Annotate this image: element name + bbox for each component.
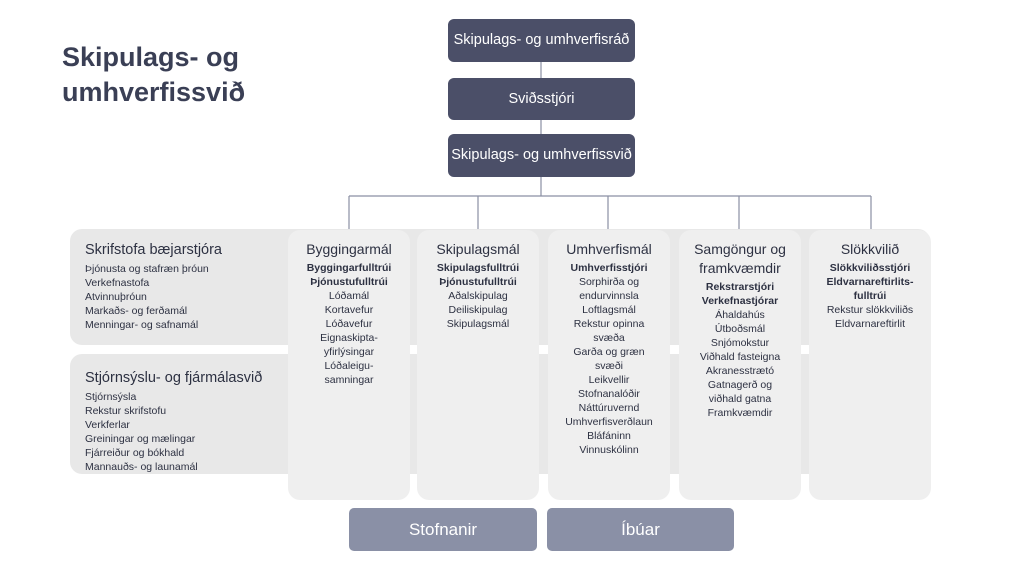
list-item: viðhald gatna	[708, 393, 772, 405]
institutions-box: Stofnanir	[349, 508, 537, 551]
list-item: Lóðavefur	[325, 318, 373, 330]
list-item: Bláfáninn	[587, 430, 631, 442]
list-item: yfirlýsingar	[323, 346, 375, 358]
list-item: Verkefnastofa	[85, 277, 150, 289]
dept-building: Byggingarmál Byggingarfulltrúi Þjónustuf…	[288, 230, 410, 500]
list-item: Verkferlar	[85, 419, 130, 431]
list-item: Lóðamál	[328, 290, 370, 302]
list-item: Eignaskipta-	[320, 332, 378, 344]
list-item: Framkvæmdir	[707, 407, 773, 419]
role-label: fulltrúi	[853, 290, 887, 302]
role-label: Slökkviliðsstjóri	[829, 262, 911, 274]
page-title: Skipulags- og umhverfissvið	[62, 42, 246, 107]
dept-title: Samgöngur og framkvæmdir	[694, 241, 786, 276]
role-label: Umhverfisstjóri	[570, 262, 648, 274]
list-item: Þjónusta og stafræn þróun	[85, 263, 209, 275]
list-item: Lóðaleigu-	[324, 360, 374, 372]
list-item: svæða	[593, 332, 625, 344]
mayor-office-text: Skrifstofa bæjarstjóra Þjónusta og stafr…	[85, 241, 222, 332]
role-label: Verkefnastjórar	[701, 295, 779, 307]
list-item: Snjómokstur	[710, 337, 770, 349]
list-item: Loftlagsmál	[582, 304, 636, 316]
role-label: Eldvarnareftirlits-	[826, 276, 914, 288]
role-label: Skipulagsfulltrúi	[436, 262, 520, 274]
residents-label: Íbúar	[621, 519, 660, 539]
list-item: Stofnanalóðir	[578, 388, 640, 400]
list-item: Umhverfisverðlaun	[565, 416, 653, 428]
council-box: Skipulags- og umhverfisráð	[448, 19, 635, 62]
list-item: Útboðsmál	[714, 323, 766, 335]
dept-transport: Samgöngur og framkvæmdir Rekstrarstjóri …	[679, 230, 801, 500]
dept-fire: Slökkvilið Slökkviliðsstjóri Eldvarnaref…	[809, 230, 931, 500]
list-item: Sorphirða og	[578, 276, 640, 288]
list-item: endurvinnsla	[579, 290, 639, 302]
list-item: Mannauðs- og launamál	[85, 461, 198, 473]
list-item: Garða og græn	[573, 346, 645, 358]
list-item: Gatnagerð og	[707, 379, 773, 391]
list-item: Vinnuskólinn	[579, 444, 639, 456]
dept-environment: Umhverfismál Umhverfisstjóri Sorphirða o…	[548, 230, 670, 500]
list-item: Áhaldahús	[715, 309, 765, 321]
list-item: svæði	[594, 360, 623, 372]
role-label: Þjónustufulltrúi	[439, 276, 517, 288]
list-item: Rekstur slökkviliðs	[826, 304, 914, 316]
list-item: Eldvarnareftirlit	[834, 318, 906, 330]
role-label: Byggingarfulltrúi	[306, 262, 392, 274]
role-label: Rekstrarstjóri	[705, 281, 775, 293]
list-item: Markaðs- og ferðamál	[85, 305, 188, 317]
institutions-label: Stofnanir	[408, 519, 478, 539]
director-box: Sviðsstjóri	[448, 78, 635, 120]
dept-title: Skipulagsmál	[436, 241, 520, 257]
admin-finance-text: Stjórnsýslu- og fjármálasvið Stjórnsýsla…	[85, 369, 262, 474]
residents-box: Íbúar	[547, 508, 734, 551]
dept-planning: Skipulagsmál Skipulagsfulltrúi Þjónustuf…	[417, 230, 539, 500]
list-item: Rekstur skrifstofu	[85, 405, 167, 417]
list-item: Rekstur opinna	[573, 318, 645, 330]
list-item: Náttúruvernd	[578, 402, 640, 414]
list-item: Kortavefur	[324, 304, 374, 316]
council-box-label: Skipulags- og umhverfisráð	[453, 32, 630, 48]
list-item: Stjórnsýsla	[85, 391, 137, 403]
division-box-label: Skipulags- og umhverfissvið	[451, 147, 632, 163]
list-item: Akranesstrætó	[705, 365, 775, 377]
list-item: Fjárreiður og bókhald	[85, 447, 185, 459]
list-item: Greiningar og mælingar	[85, 433, 196, 445]
role-label: Þjónustufulltrúi	[310, 276, 388, 288]
list-item: Aðalskipulag	[448, 290, 508, 302]
list-item: Menningar- og safnamál	[85, 319, 199, 331]
dept-title: Umhverfismál	[566, 241, 652, 257]
panel-title: Skrifstofa bæjarstjóra	[85, 242, 222, 258]
division-box: Skipulags- og umhverfissvið	[448, 134, 635, 177]
dept-title: Byggingarmál	[306, 241, 392, 257]
list-item: samningar	[324, 374, 374, 386]
director-box-label: Sviðsstjóri	[508, 90, 575, 107]
dept-title: Slökkvilið	[840, 241, 900, 257]
list-item: Viðhald fasteigna	[699, 351, 781, 363]
list-item: Skipulagsmál	[446, 318, 510, 330]
list-item: Leikvellir	[588, 374, 630, 386]
panel-title: Stjórnsýslu- og fjármálasvið	[85, 370, 263, 386]
list-item: Deiliskipulag	[448, 304, 508, 316]
list-item: Atvinnuþróun	[85, 291, 147, 303]
